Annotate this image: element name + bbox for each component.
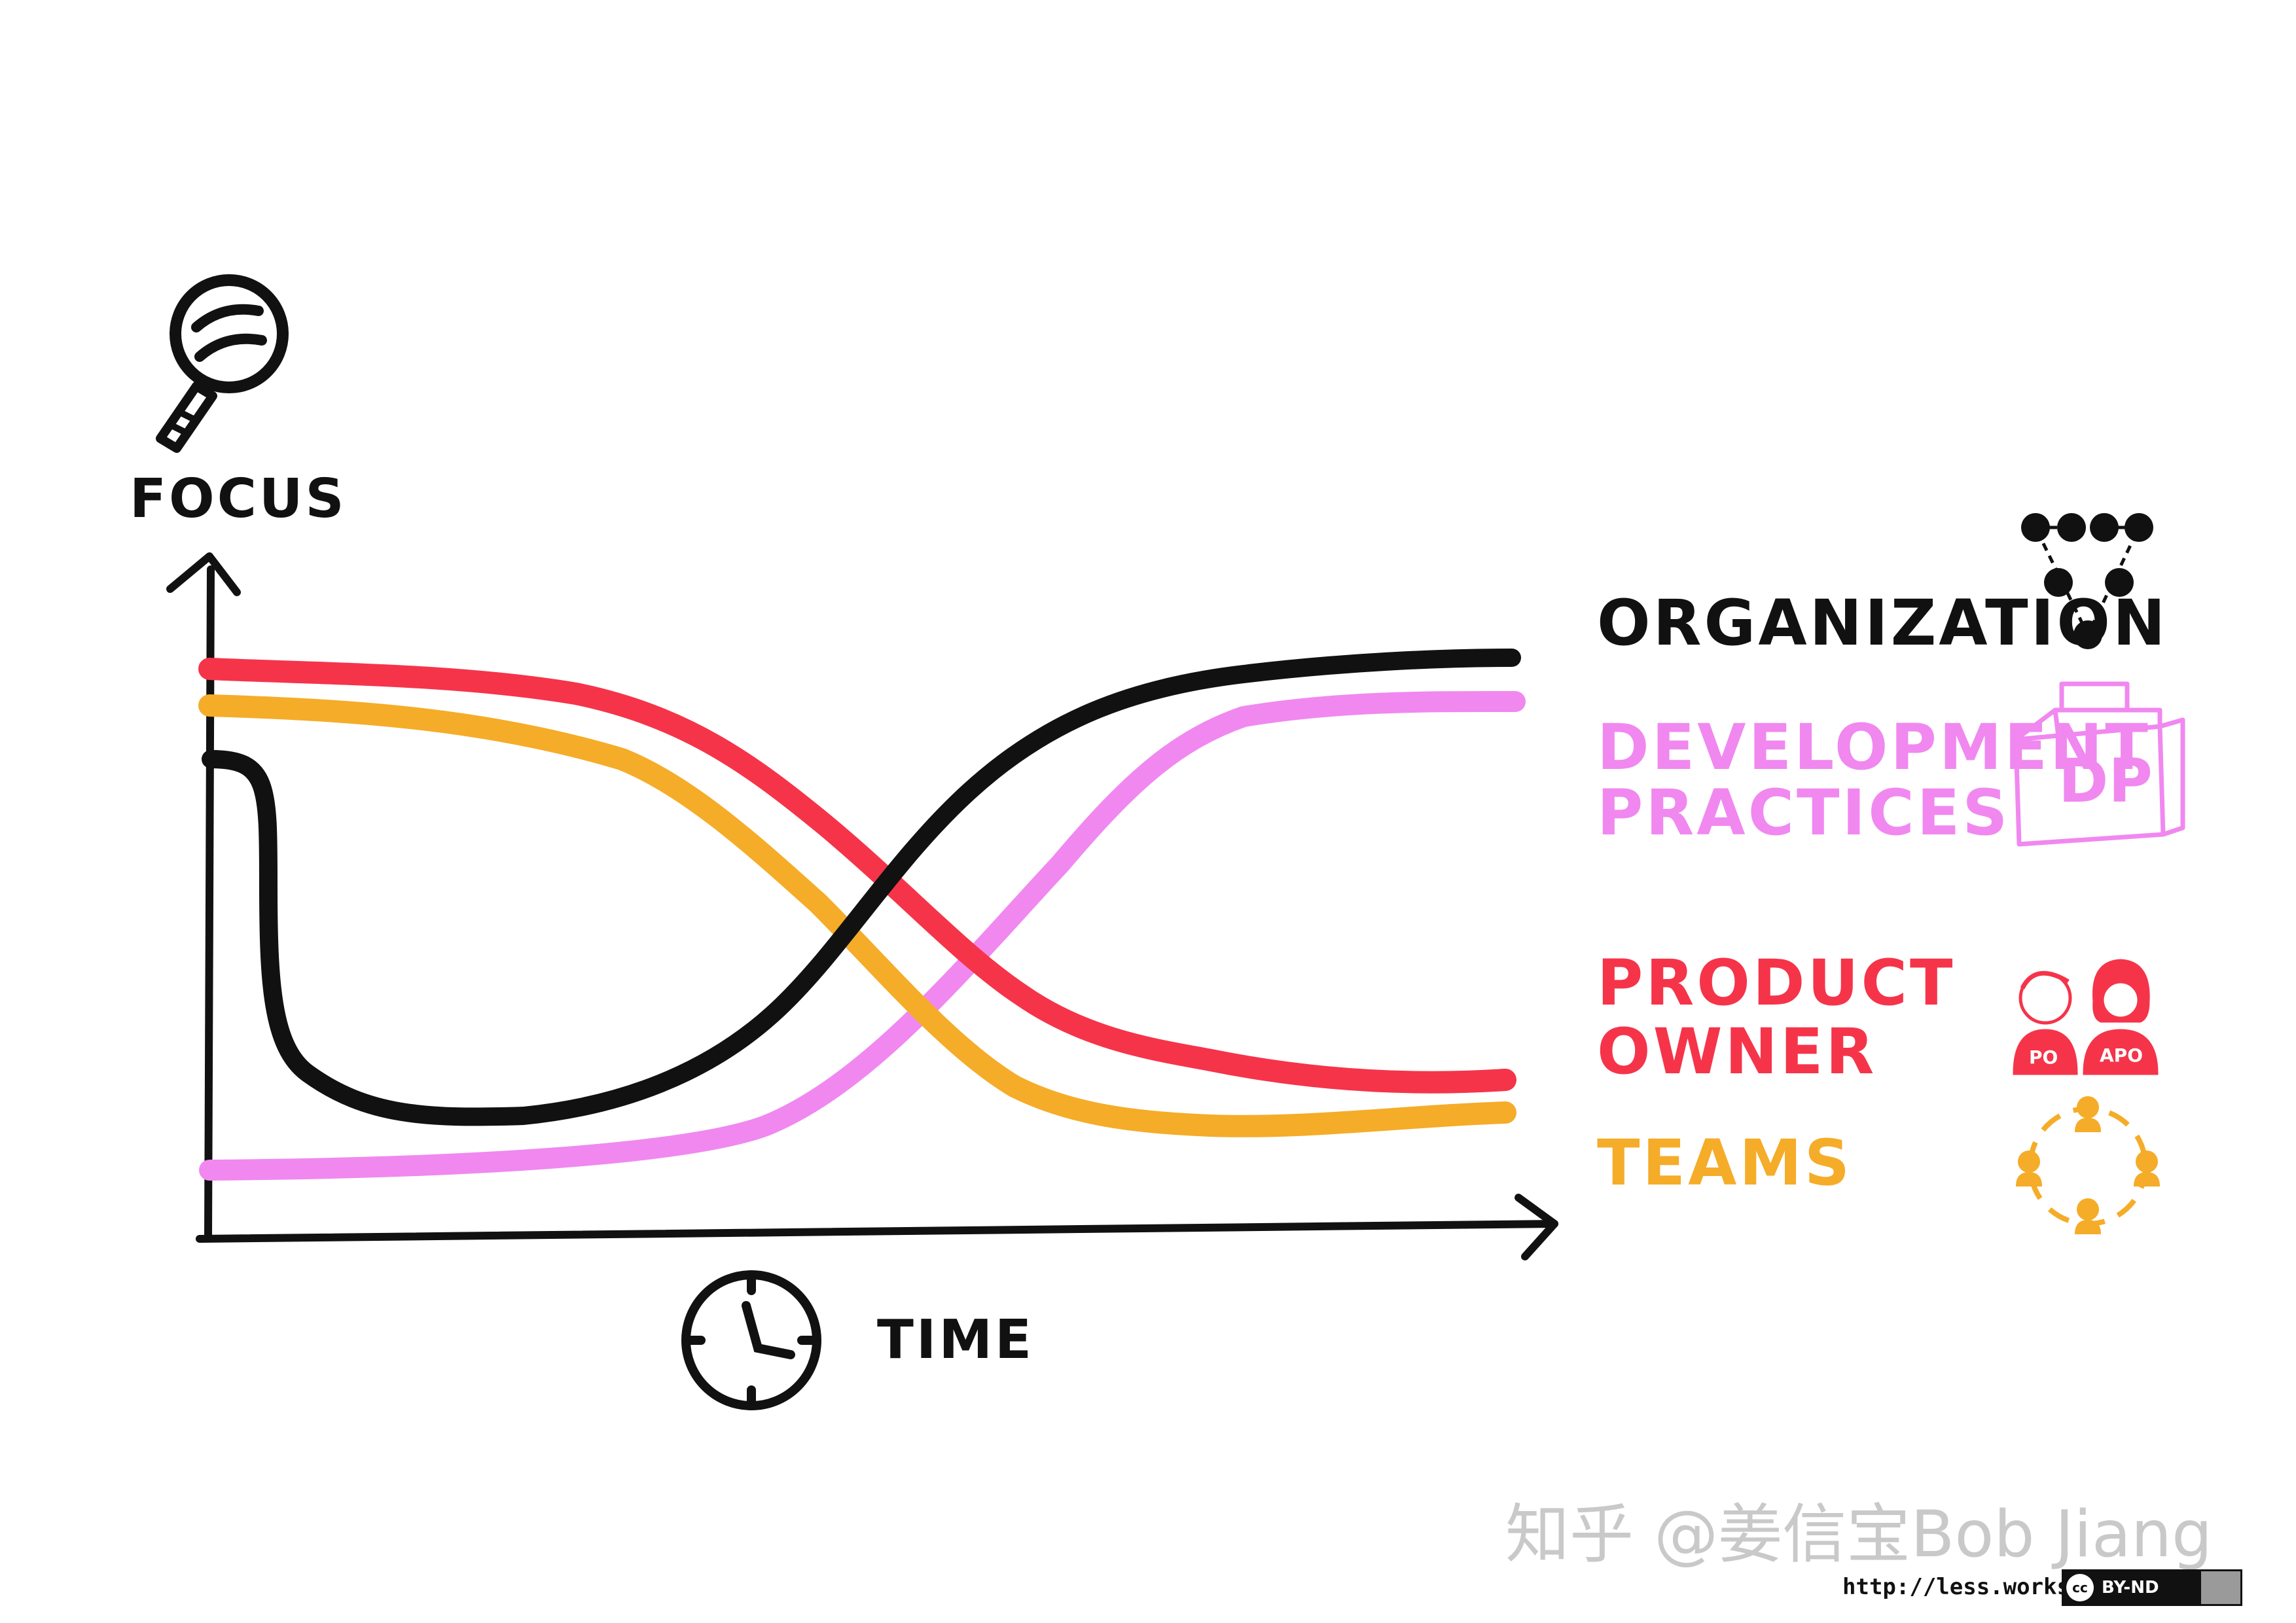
po-badge: PO bbox=[2029, 1046, 2058, 1068]
clock-icon bbox=[681, 1270, 821, 1410]
organization-curve bbox=[202, 649, 1521, 1126]
x-axis-arrowhead bbox=[1515, 1194, 1558, 1260]
magnifier-icon bbox=[156, 274, 289, 453]
apo-badge: APO bbox=[2100, 1044, 2143, 1066]
cc-license-badge[interactable]: cc BY-ND bbox=[2062, 1569, 2242, 1606]
curves bbox=[198, 649, 1526, 1181]
legend-development-label-line2: PRACTICES bbox=[1597, 776, 2010, 849]
legend-product-owner-label-line2: OWNER bbox=[1597, 1015, 1876, 1088]
x-axis-label: TIME bbox=[877, 1309, 1034, 1371]
y-axis-label: FOCUS bbox=[130, 468, 347, 530]
watermark: 知乎 @姜信宝Bob Jiang bbox=[1505, 1497, 2213, 1572]
dp-box-icon bbox=[2013, 681, 2185, 847]
teams-curve bbox=[198, 694, 1516, 1137]
development-practices-curve bbox=[199, 690, 1526, 1181]
team-network-icon bbox=[2021, 513, 2153, 649]
teams-circle-icon bbox=[2016, 1096, 2160, 1234]
cc-license-text: BY-ND bbox=[2102, 1578, 2159, 1597]
product-owner-curve bbox=[198, 658, 1516, 1094]
cc-icon: cc bbox=[2066, 1574, 2094, 1601]
product-owners-icon bbox=[2013, 959, 2159, 1075]
cc-badge-stripe bbox=[2201, 1571, 2240, 1604]
axes bbox=[166, 552, 1558, 1260]
legend-product-owner-label-line1: PRODUCT bbox=[1597, 946, 1955, 1020]
y-axis-arrowhead bbox=[166, 552, 241, 596]
dp-box-label: DP bbox=[2058, 746, 2153, 816]
legend-teams-label: TEAMS bbox=[1597, 1126, 1852, 1200]
y-axis bbox=[204, 565, 215, 1241]
footer-url[interactable]: http://less.works bbox=[1842, 1574, 2070, 1600]
x-axis bbox=[196, 1220, 1558, 1243]
